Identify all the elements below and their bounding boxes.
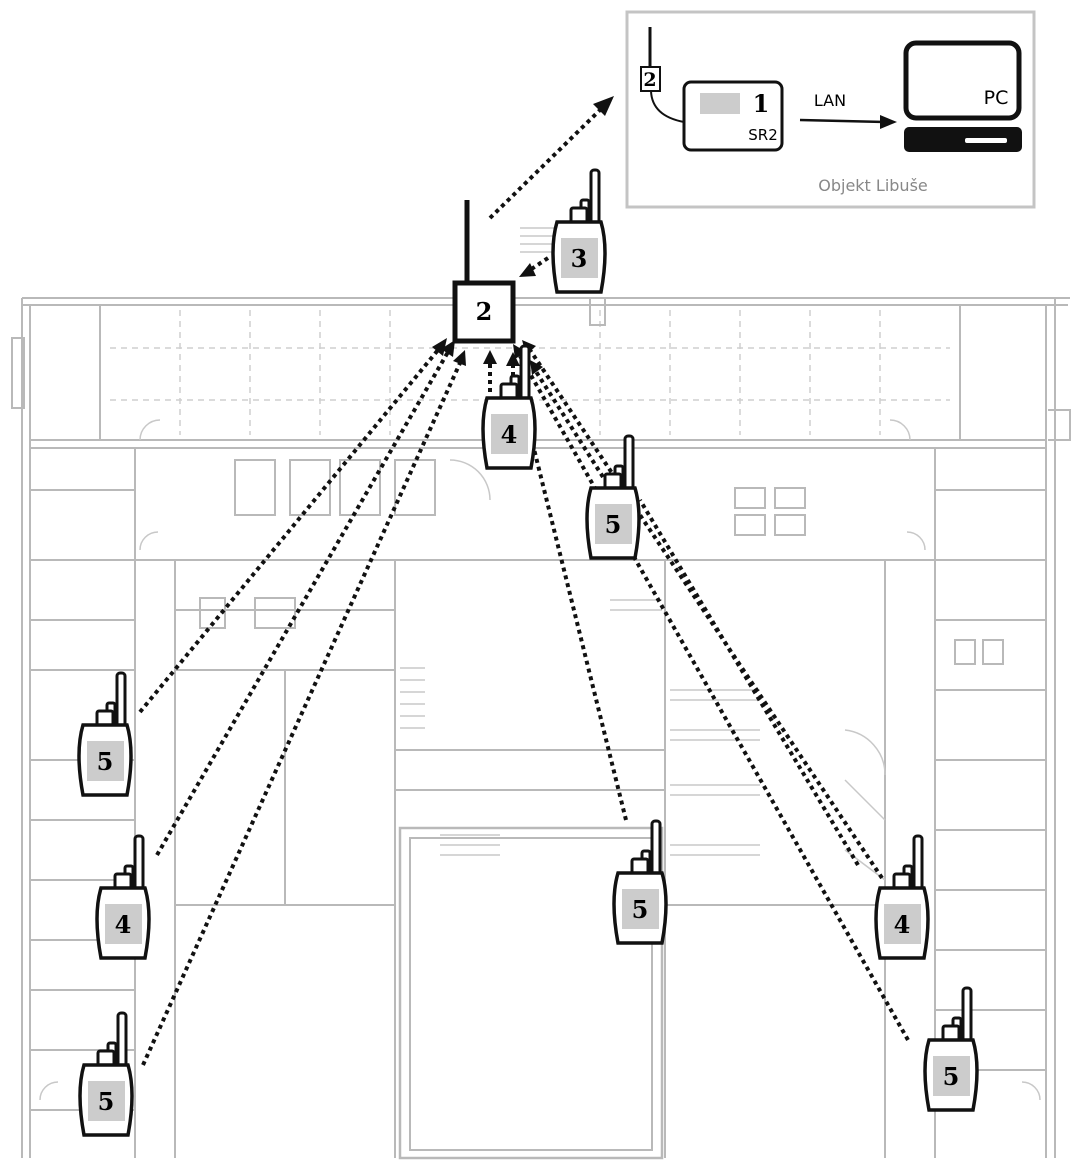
link-right-lower: [518, 355, 910, 1041]
pc-label: PC: [984, 87, 1009, 109]
inset-repeater: 2: [640, 27, 685, 123]
arrowhead-left-upper: [432, 338, 447, 356]
link-right-mid: [528, 348, 884, 880]
link-right-inner: [638, 498, 860, 867]
devices: 3 4 5 5 4 5 5 4 5: [77, 168, 979, 1137]
device-number: 5: [605, 510, 622, 539]
link-left-mid: [155, 350, 450, 857]
arrowhead-left-lower: [453, 350, 466, 366]
receiver-model-label: SR2: [748, 126, 778, 144]
receiver-sr2: 1 SR2: [682, 80, 784, 152]
central-repeater-number: 2: [476, 297, 493, 326]
device-number: 3: [571, 244, 588, 273]
link-repeater-to-receiver: [488, 108, 602, 220]
transmitter-device: 5: [923, 986, 979, 1112]
device-number: 5: [632, 895, 649, 924]
device-number: 4: [115, 910, 132, 939]
transmitter-device: 3: [551, 168, 607, 294]
device-number: 5: [97, 747, 114, 776]
arrowhead-receiver: [593, 96, 614, 116]
transmitter-device: 4: [481, 344, 537, 470]
device-number: 5: [98, 1087, 115, 1116]
lan-arrow: [799, 118, 886, 124]
link-device3-to-repeater: [528, 256, 550, 272]
lan-label: LAN: [814, 91, 846, 110]
arrowhead-4-right: [506, 352, 520, 366]
pc-icon: PC: [903, 40, 1022, 152]
radio-links: [138, 108, 910, 1066]
device-number: 5: [943, 1062, 960, 1091]
link-left-upper: [138, 348, 440, 714]
lan-arrow-head: [880, 115, 897, 129]
inset-repeater-number: 2: [643, 69, 656, 91]
link-center-right: [533, 368, 605, 479]
transmitter-device: 5: [77, 671, 133, 797]
transmitter-device: 4: [874, 834, 930, 960]
transmitter-device: 5: [612, 819, 668, 945]
transmitter-device: 4: [95, 834, 151, 960]
transmitter-device: 5: [585, 434, 641, 560]
link-left-lower: [141, 362, 462, 1066]
device-number: 4: [501, 420, 518, 449]
arrowhead-4-left: [483, 350, 497, 364]
link-bottom-center: [531, 444, 628, 821]
inset-caption: Objekt Libuše: [818, 176, 928, 195]
arrowhead-left-mid: [441, 340, 455, 357]
arrowhead-device3: [519, 263, 536, 277]
transmitter-device: 5: [78, 1011, 134, 1137]
central-repeater: 2: [452, 200, 516, 344]
arrowhead-right-3: [530, 360, 543, 375]
receiver-number: 1: [753, 89, 770, 118]
device-number: 4: [894, 910, 911, 939]
inset-panel: 2 1 SR2 LAN PC Objekt Libuše: [625, 10, 1036, 209]
